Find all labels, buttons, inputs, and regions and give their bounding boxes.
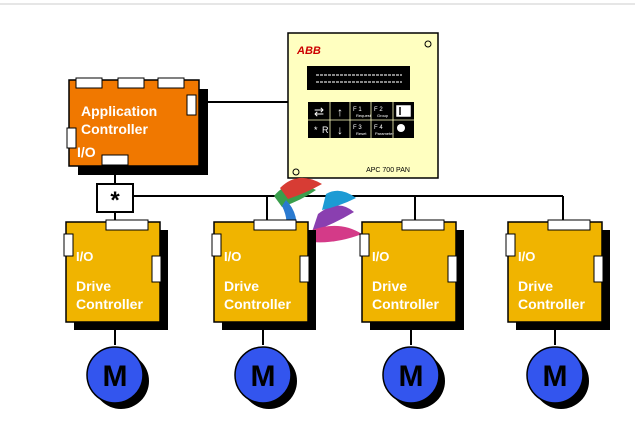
- connector-slot: [157, 77, 185, 89]
- application-controller: Application Controller I/O: [66, 77, 208, 175]
- swap-arrows-key-icon[interactable]: ⇄: [314, 105, 324, 119]
- abb-logo: ABB: [296, 45, 321, 57]
- connector-slot: [63, 233, 74, 257]
- drive-title-line-1: Drive: [76, 278, 111, 294]
- motor-label: M: [103, 360, 128, 393]
- drive-controller-body: [507, 221, 603, 323]
- connector-slot: [66, 127, 77, 149]
- motor-1: M: [86, 346, 149, 409]
- junction-box: *: [96, 183, 134, 214]
- application-controller-io-label: I/O: [77, 144, 96, 160]
- connector-slot: [401, 219, 445, 231]
- f4-key-sub: Parameter: [375, 131, 394, 136]
- drive-controller-body: [361, 221, 457, 323]
- application-controller-title-2: Controller: [81, 121, 148, 137]
- connector-slot: [105, 219, 149, 231]
- motor-body: [382, 346, 440, 404]
- motor-body: [234, 346, 292, 404]
- connector-slot: [75, 77, 103, 89]
- connector-slot: [359, 233, 370, 257]
- drive-io-label: I/O: [518, 249, 535, 264]
- drive-title-line-1: Drive: [372, 278, 407, 294]
- f1-key[interactable]: F 1: [353, 107, 362, 113]
- connector-slot: [186, 94, 197, 116]
- stop-key-icon[interactable]: [397, 124, 405, 132]
- f2-key[interactable]: F 2: [374, 107, 383, 113]
- f3-key-sub: Reset: [356, 131, 367, 136]
- connector-slot: [505, 233, 516, 257]
- drive-title-line-2: Controller: [518, 296, 585, 312]
- f3-key[interactable]: F 3: [353, 125, 362, 131]
- motor-label: M: [399, 360, 424, 393]
- panel-display: [307, 66, 410, 90]
- connector-slot: [101, 154, 129, 166]
- drive-title-line-2: Controller: [224, 296, 291, 312]
- start-key[interactable]: [395, 104, 412, 118]
- drive-io-label: I/O: [224, 249, 241, 264]
- drive-io-label: I/O: [372, 249, 389, 264]
- screw: [424, 40, 432, 48]
- down-arrow-key-icon[interactable]: ↓: [337, 123, 343, 137]
- drive-title-line-1: Drive: [224, 278, 259, 294]
- connector-slot: [117, 77, 145, 89]
- motor-2: M: [234, 346, 297, 409]
- connector-slot: [547, 219, 591, 231]
- network-swoosh-graphic: [274, 177, 362, 250]
- connector-slot: [253, 219, 297, 231]
- junction-symbol: *: [110, 187, 120, 214]
- connector-slot: [151, 255, 162, 283]
- f1-key-sub: Request: [356, 113, 372, 118]
- drive-title-line-1: Drive: [518, 278, 553, 294]
- star-key[interactable]: *: [314, 125, 318, 135]
- f4-key[interactable]: F 4: [374, 125, 383, 131]
- motor-3: M: [382, 346, 445, 409]
- motor-body: [86, 346, 144, 404]
- motor-4: M: [526, 346, 589, 409]
- operator-panel: ABB ⇄ ↑ ↓ * R F 1 Request F 2 Group F 3 …: [287, 32, 439, 179]
- panel-model-label: APC 700 PAN: [366, 167, 410, 174]
- connector-slot: [211, 233, 222, 257]
- motor-label: M: [251, 360, 276, 393]
- drive-title-line-2: Controller: [76, 296, 143, 312]
- f2-key-sub: Group: [377, 113, 389, 118]
- connector-slot: [299, 255, 310, 283]
- connector-slot: [593, 255, 604, 283]
- drive-controller-body: [65, 221, 161, 323]
- application-controller-body: [68, 79, 200, 167]
- motor-body: [526, 346, 584, 404]
- application-controller-title-1: Application: [81, 103, 157, 119]
- drive-title-line-2: Controller: [372, 296, 439, 312]
- connector-slot: [447, 255, 458, 283]
- drive-controller-body: [213, 221, 309, 323]
- screw: [292, 168, 300, 176]
- motor-label: M: [543, 360, 568, 393]
- r-key[interactable]: R: [322, 125, 329, 135]
- up-arrow-key-icon[interactable]: ↑: [337, 105, 343, 119]
- drive-io-label: I/O: [76, 249, 93, 264]
